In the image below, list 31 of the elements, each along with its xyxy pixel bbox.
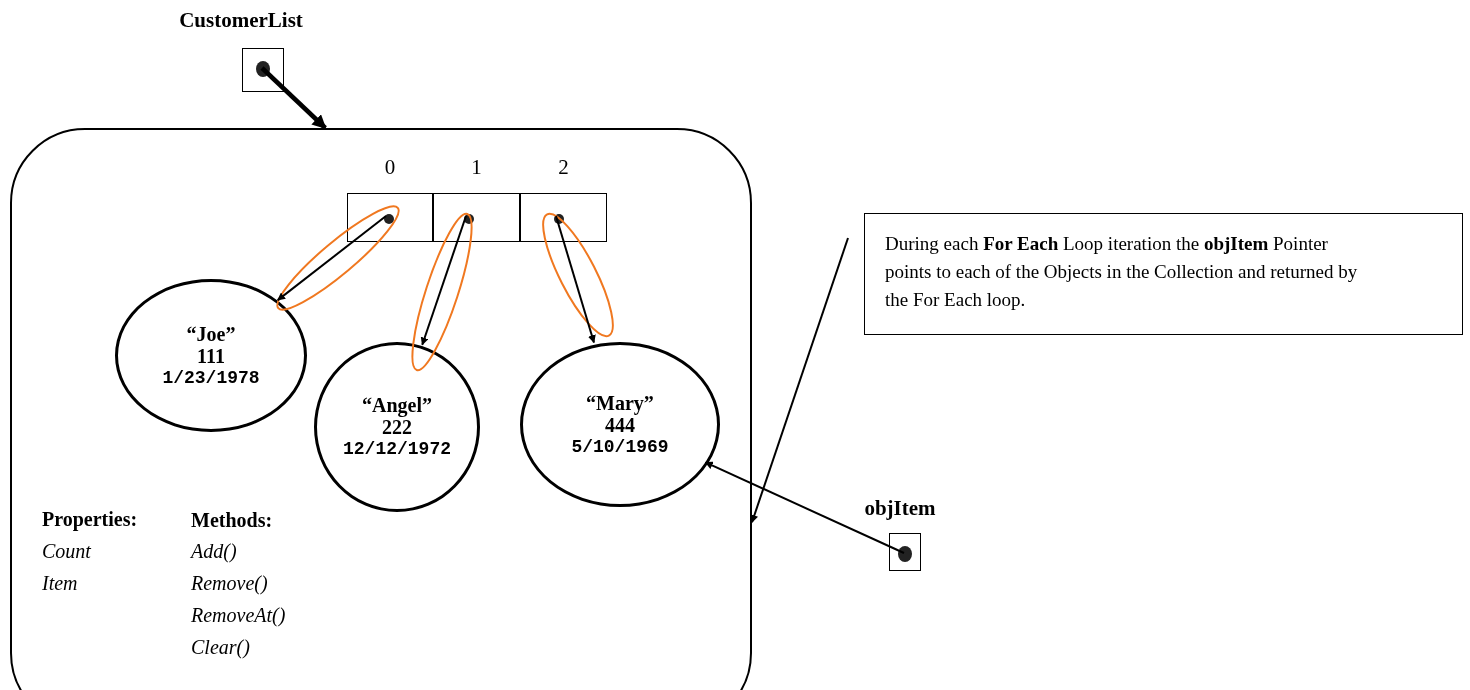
object-name: “Mary” xyxy=(586,391,654,414)
arrow xyxy=(555,215,596,344)
member-name: Remove() xyxy=(191,572,268,595)
variable-name: CustomerList xyxy=(179,8,303,33)
note-box xyxy=(864,213,1463,335)
member-name: Clear() xyxy=(191,636,250,659)
object-date: 12/12/1972 xyxy=(343,438,451,460)
member-name: RemoveAt() xyxy=(191,604,286,627)
object-date: 1/23/1978 xyxy=(162,366,260,389)
object-id: 444 xyxy=(605,413,635,436)
index-label: 1 xyxy=(471,155,482,180)
index-label: 2 xyxy=(558,155,569,180)
member-name: Item xyxy=(42,572,78,595)
note-text: During each For Each Loop iteration the objItem Pointer points to each of the Objects in the Collection and returned by the For Each loop. xyxy=(885,232,1359,312)
object-date: 5/10/1969 xyxy=(571,435,669,458)
collection-frame xyxy=(10,128,752,690)
member-name: Count xyxy=(42,540,91,563)
arrow xyxy=(420,215,467,346)
index-label: 0 xyxy=(384,155,396,180)
member-name: Add() xyxy=(191,540,237,563)
arrow xyxy=(276,215,387,302)
object-name: “Angel” xyxy=(362,394,432,416)
object-id: 222 xyxy=(382,416,412,438)
arrow xyxy=(704,461,905,554)
section-heading: Methods: xyxy=(191,509,273,532)
variable-name: objItem xyxy=(864,496,936,521)
arrow xyxy=(260,66,327,130)
object-id: 111 xyxy=(197,344,225,367)
section-heading: Properties: xyxy=(42,508,138,531)
object-name: “Joe” xyxy=(186,322,236,345)
arrow xyxy=(750,237,849,524)
